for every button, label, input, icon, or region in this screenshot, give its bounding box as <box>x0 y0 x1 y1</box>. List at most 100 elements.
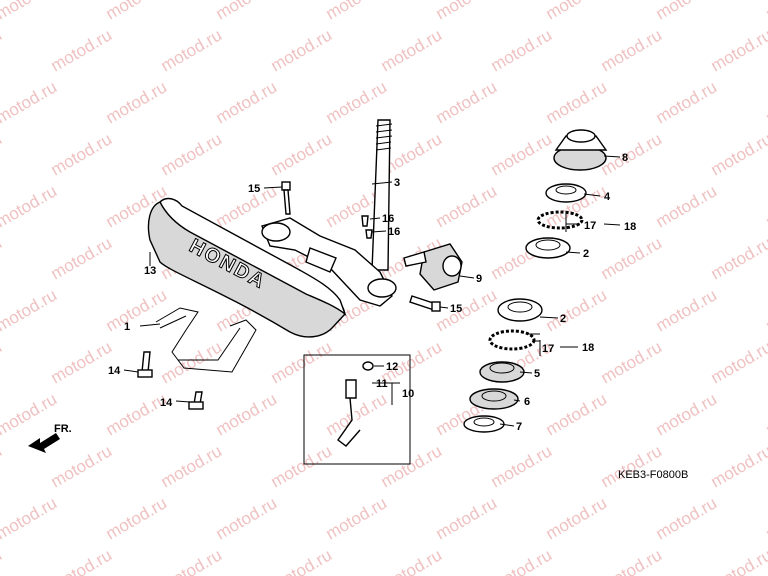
watermark-text: motod.ru <box>103 77 171 127</box>
callout-6: 6 <box>524 396 530 408</box>
callout-10: 10 <box>402 388 414 400</box>
watermark-text: motod.ru <box>763 181 768 231</box>
watermark-text: motod.ru <box>158 25 226 75</box>
watermark-text: motod.ru <box>48 441 116 491</box>
callout-14-left: 14 <box>108 365 121 377</box>
front-cover-part: HONDA <box>147 197 347 338</box>
watermark-text: motod.ru <box>0 129 5 179</box>
watermark-text: motod.ru <box>268 337 336 387</box>
callout-12: 12 <box>386 361 398 373</box>
watermark-text: motod.ru <box>488 25 556 75</box>
watermark-text: motod.ru <box>763 0 768 23</box>
watermark-text: motod.ru <box>763 493 768 543</box>
watermark-text: motod.ru <box>0 493 60 543</box>
callout-3: 3 <box>394 177 400 189</box>
watermark-text: motod.ru <box>708 337 768 387</box>
watermark-text: motod.ru <box>653 0 721 23</box>
watermark-text: motod.ru <box>433 181 501 231</box>
watermark-text: motod.ru <box>0 181 60 231</box>
watermark-text: motod.ru <box>213 389 281 439</box>
steering-stem-part <box>261 119 397 307</box>
watermark-text: motod.ru <box>598 129 666 179</box>
watermark-text: motod.ru <box>543 493 611 543</box>
callout-labels: 1 2 2 3 4 5 6 7 8 9 10 11 12 13 14 14 15… <box>108 152 636 433</box>
watermark-text: motod.ru <box>268 129 336 179</box>
watermark-text: motod.ru <box>0 441 5 491</box>
watermark-text: motod.ru <box>543 77 611 127</box>
bolt-15-upper-part <box>281 181 291 215</box>
watermark-text: motod.ru <box>158 129 226 179</box>
watermark-text: motod.ru <box>653 389 721 439</box>
diagram-code: KEB3-F0800B <box>618 469 688 481</box>
watermark-text: motod.ru <box>0 77 60 127</box>
watermark-text: motod.ru <box>268 441 336 491</box>
watermark-text: motod.ru <box>378 441 446 491</box>
watermark-text: motod.ru <box>653 77 721 127</box>
ball-race-17-upper-part <box>536 210 584 230</box>
watermark-text: motod.ru <box>268 25 336 75</box>
wire-band-group <box>303 354 411 465</box>
watermark-text: motod.ru <box>0 233 5 283</box>
watermark-text: motod.ru <box>378 545 446 576</box>
watermark-text: motod.ru <box>598 337 666 387</box>
watermark-text: motod.ru <box>158 545 226 576</box>
watermark-text: motod.ru <box>48 337 116 387</box>
watermark-text: motod.ru <box>763 285 768 335</box>
watermark-text: motod.ru <box>213 493 281 543</box>
callout-2-upper: 2 <box>583 248 589 260</box>
callout-15-upper: 15 <box>248 183 260 195</box>
watermark-text: motod.ru <box>213 0 281 23</box>
watermark-text: motod.ru <box>598 233 666 283</box>
watermark-text: motod.ru <box>708 129 768 179</box>
watermark-text: motod.ru <box>103 0 171 23</box>
callout-5: 5 <box>534 368 540 380</box>
watermark-text: motod.ru <box>158 337 226 387</box>
bolt-15-lower-part <box>409 295 441 312</box>
callout-4: 4 <box>604 191 611 203</box>
watermark-text: motod.ru <box>763 389 768 439</box>
bolt-14-parts <box>137 351 204 410</box>
race-2-upper-part <box>525 237 571 259</box>
watermark-text: motod.ru <box>323 493 391 543</box>
watermark-text: motod.ru <box>708 441 768 491</box>
front-direction-arrow: FR. <box>28 423 72 453</box>
watermark-text: motod.ru <box>598 441 666 491</box>
front-direction-label: FR. <box>54 423 72 435</box>
watermark-text: motod.ru <box>433 77 501 127</box>
watermark-text: motod.ru <box>543 0 611 23</box>
watermark-text: motod.ru <box>708 25 768 75</box>
leader-lines <box>123 155 621 427</box>
watermark-text: motod.ru <box>48 233 116 283</box>
watermark-text: motod.ru <box>158 441 226 491</box>
callout-1: 1 <box>124 321 130 333</box>
watermark-text: motod.ru <box>488 545 556 576</box>
watermark-text: motod.ru <box>488 441 556 491</box>
watermark-text: motod.ru <box>48 129 116 179</box>
callout-16-lower: 16 <box>388 226 400 238</box>
watermark-text: motod.ru <box>598 25 666 75</box>
race-2-lower-part <box>497 298 543 322</box>
callout-17-upper: 17 <box>584 220 596 232</box>
callout-7: 7 <box>516 421 522 433</box>
callout-16-upper: 16 <box>382 213 394 225</box>
watermark-text: motod.ru <box>763 77 768 127</box>
race-4-part <box>545 183 587 203</box>
watermark-text: motod.ru <box>598 545 666 576</box>
watermark-text: motod.ru <box>433 493 501 543</box>
watermark-text: motod.ru <box>0 285 60 335</box>
callout-13: 13 <box>144 265 156 277</box>
watermark-text: motod.ru <box>653 493 721 543</box>
watermark-text: motod.ru <box>48 25 116 75</box>
watermark-text: motod.ru <box>0 337 5 387</box>
callout-9: 9 <box>476 273 482 285</box>
race-5-part <box>479 361 525 383</box>
watermark-text: motod.ru <box>378 25 446 75</box>
bolt-16-parts <box>361 215 373 239</box>
watermark-text: motod.ru <box>543 285 611 335</box>
callout-18-lower: 18 <box>582 342 594 354</box>
watermark-text: motod.ru <box>433 285 501 335</box>
callout-2-lower: 2 <box>560 313 566 325</box>
watermark-text: motod.ru <box>488 129 556 179</box>
callout-8: 8 <box>622 152 628 164</box>
